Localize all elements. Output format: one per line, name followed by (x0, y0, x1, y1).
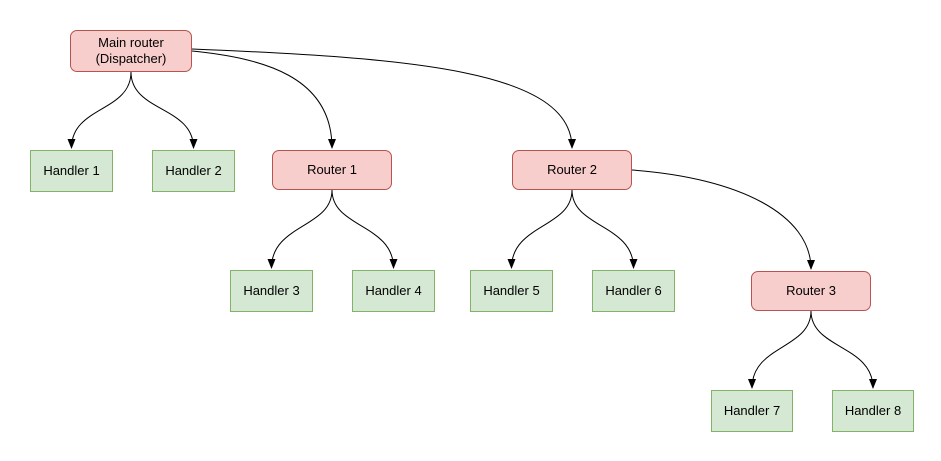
node-router-1: Router 1 (272, 150, 392, 190)
node-handler-1: Handler 1 (30, 150, 113, 192)
edge-router1-to-handler3 (267, 189, 333, 269)
node-main-router: Main router (Dispatcher) (70, 30, 192, 72)
node-handler-6: Handler 6 (592, 270, 675, 312)
node-router-2: Router 2 (512, 150, 632, 190)
edge-main-router-to-handler2 (130, 71, 198, 149)
node-handler-4: Handler 4 (352, 270, 435, 312)
node-handler-7: Handler 7 (711, 390, 793, 432)
edge-main-router-to-handler1 (67, 71, 132, 149)
node-router-3: Router 3 (751, 271, 871, 311)
edge-router2-to-router3 (631, 169, 815, 270)
node-handler-5: Handler 5 (470, 270, 553, 312)
edge-router2-to-handler6 (571, 189, 638, 269)
node-handler-2: Handler 2 (152, 150, 235, 192)
edge-main-router-to-router1 (191, 50, 336, 149)
node-handler-8: Handler 8 (832, 390, 914, 432)
edge-router2-to-handler5 (507, 189, 573, 269)
edge-router3-to-handler7 (748, 310, 812, 389)
edge-router1-to-handler4 (331, 189, 398, 269)
edge-router3-to-handler8 (810, 310, 877, 389)
node-handler-3: Handler 3 (230, 270, 313, 312)
edge-main-router-to-router2 (191, 48, 576, 149)
